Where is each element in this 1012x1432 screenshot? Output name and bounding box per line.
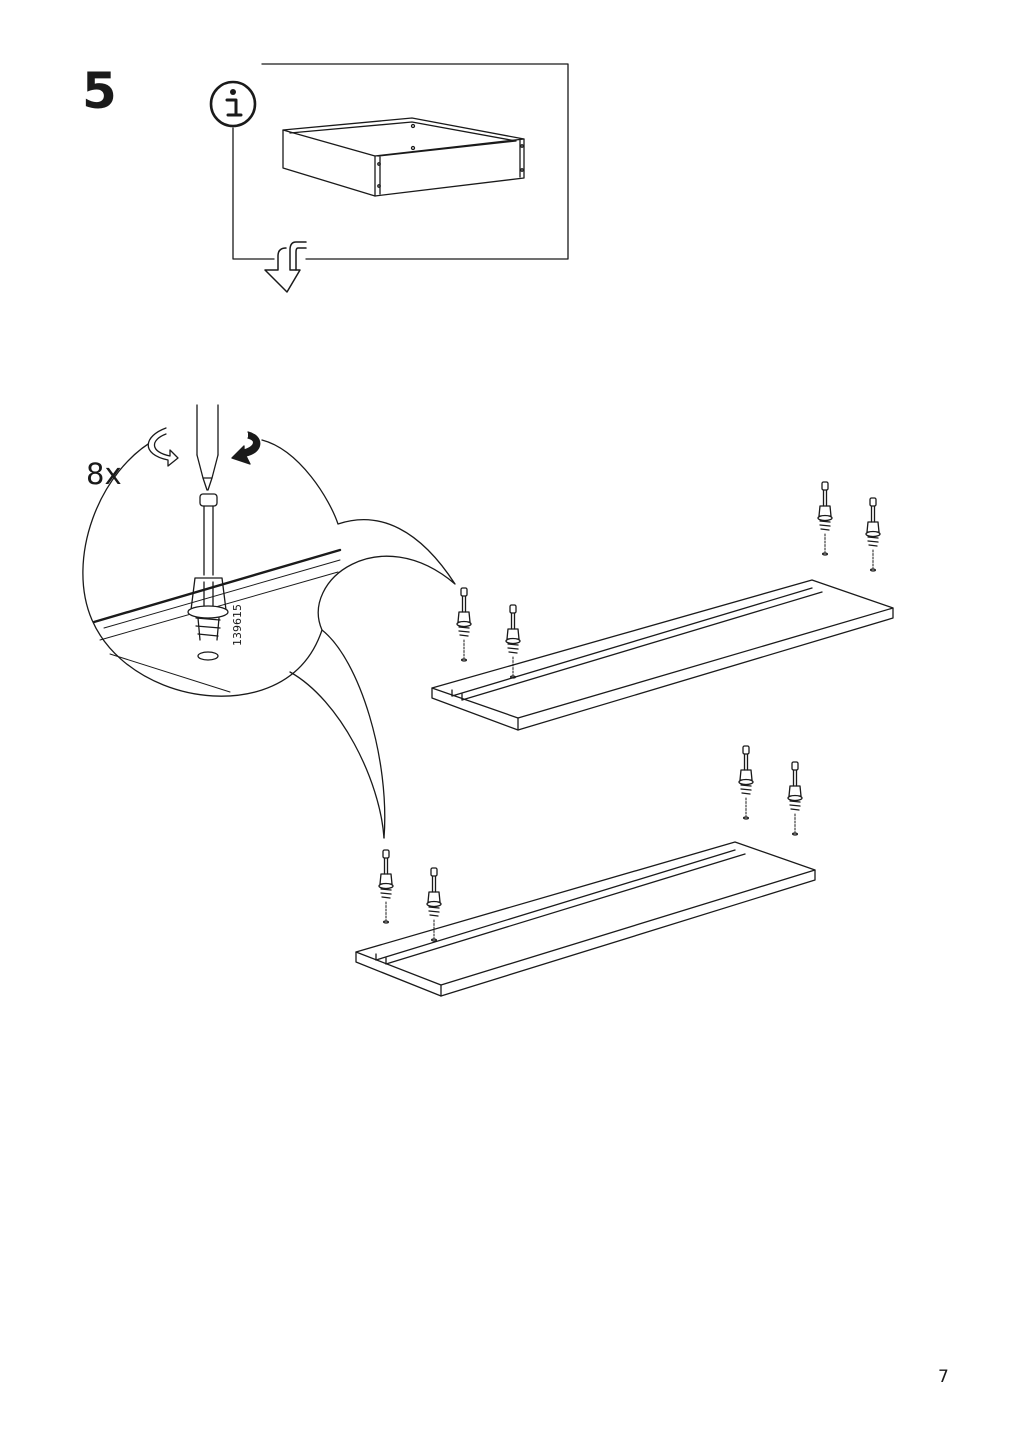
flip-arrow-icon <box>264 241 307 293</box>
info-panel <box>209 63 569 293</box>
dowel <box>865 497 881 572</box>
info-icon <box>209 80 257 128</box>
page-number: 7 <box>938 1367 949 1387</box>
dowel <box>738 745 754 820</box>
cam-dowel-detail <box>187 493 229 661</box>
detail-callout <box>82 404 456 839</box>
drawer-frame-drawing <box>282 117 525 197</box>
screwdriver-icon <box>147 404 261 491</box>
step-number: 5 <box>82 62 117 120</box>
dowel <box>426 867 442 942</box>
dowel <box>505 604 521 679</box>
part-number-label: 139615 <box>231 604 244 646</box>
dowel <box>787 761 803 836</box>
dowel <box>817 481 833 556</box>
dowel <box>456 587 472 662</box>
dowel <box>378 849 394 924</box>
board-lower <box>355 841 816 997</box>
quantity-label: 8x <box>86 457 122 491</box>
dowel-set-upper <box>456 481 881 679</box>
board-upper <box>431 579 894 731</box>
